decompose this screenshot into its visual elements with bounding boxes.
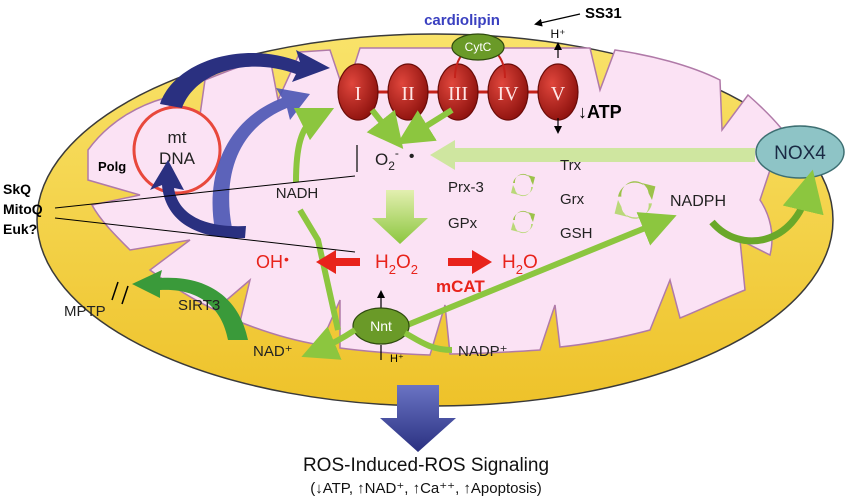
blue-arrow-top [160, 50, 330, 108]
recycle-icon-prx3 [511, 173, 535, 197]
sirt3-label: SIRT3 [178, 297, 220, 314]
dismutation-arrow [372, 190, 428, 244]
cytc-label: CytC [465, 40, 492, 54]
inner-membrane [87, 47, 791, 356]
cardiolipin-label: cardiolipin [424, 12, 500, 29]
skq-label: SkQ [3, 181, 31, 197]
prx3-label: Prx-3 [448, 179, 484, 196]
grx-label: Grx [560, 191, 585, 208]
nadh-label: NADH [276, 185, 319, 202]
mptp-label: MPTP [64, 303, 106, 320]
nnt-label: Nnt [370, 318, 392, 334]
complex-i-label: I [355, 83, 362, 105]
nnt-to-nad-arrow [301, 326, 357, 360]
complex-iv-label: IV [497, 83, 519, 105]
mptp-bar-2 [121, 285, 129, 305]
nadph-to-nox4-arrow [709, 169, 824, 245]
complex-iv-oval [487, 63, 529, 121]
nad-plus-label: NAD⁺ [253, 343, 293, 360]
complex-iii-to-o2-arrow [396, 107, 454, 145]
cytc-oval [451, 33, 505, 61]
nadh-to-complex-i-arrow [293, 107, 335, 183]
gsh-label: GSH [560, 225, 593, 242]
complex-i-to-o2-arrow [366, 108, 404, 150]
mtdna-label-1: mt [168, 128, 187, 147]
atp-label: ↓ATP [578, 102, 622, 122]
blue-arrow-left [150, 160, 246, 239]
superoxide: O2-• [375, 146, 415, 173]
fenton-arrow [316, 250, 360, 274]
ss31-pointer [534, 13, 581, 27]
nadp-to-nnt-line [403, 330, 453, 353]
signaling-subtitle: (↓ATP, ↑NAD⁺, ↑Ca⁺⁺, ↑Apoptosis) [310, 480, 542, 497]
ss31-label: SS31 [585, 5, 622, 22]
blue-arrow-mid [212, 88, 310, 230]
nnt-proton-label: H⁺ [390, 353, 404, 365]
complex-i-oval [337, 63, 379, 121]
signaling-down-arrow [380, 385, 456, 452]
antioxidant-pointer-1 [54, 175, 356, 209]
complex-ii-label: II [401, 83, 414, 105]
mtdna-label-2: DNA [159, 149, 196, 168]
euk-label: Euk? [3, 221, 37, 237]
recycle-icon-nadph [614, 181, 656, 219]
nadph-label: NADPH [670, 193, 726, 210]
gpx-label: GPx [448, 215, 478, 232]
hydrogen-peroxide: H2O2 [375, 252, 418, 277]
antioxidant-pointer-2 [54, 217, 356, 253]
mptp-bar-1 [111, 281, 119, 301]
nadp-plus-label: NADP⁺ [458, 343, 508, 360]
water: H2O [502, 252, 538, 277]
nox4-to-superoxide-arrow [430, 140, 755, 170]
trx-label: Trx [560, 157, 582, 174]
nnt-oval [352, 307, 410, 345]
complex-v-label: V [551, 83, 566, 105]
nnt-to-nadph-arrow [393, 212, 677, 333]
mcat-label: mCAT [436, 277, 485, 296]
sirt3-arrow [132, 270, 248, 340]
recycle-icon-gpx [511, 210, 535, 234]
nadh-to-nnt-line [297, 208, 341, 331]
hydroxyl-radical: OH• [256, 251, 289, 272]
nox4-label: NOX4 [774, 143, 826, 164]
mitoq-label: MitoQ [3, 201, 43, 217]
signaling-title: ROS-Induced-ROS Signaling [303, 455, 549, 476]
polg-label: Polg [98, 159, 126, 174]
catalase-arrow [448, 250, 492, 274]
proton-label-top: H⁺ [551, 27, 566, 41]
complex-iii-label: III [448, 83, 468, 105]
